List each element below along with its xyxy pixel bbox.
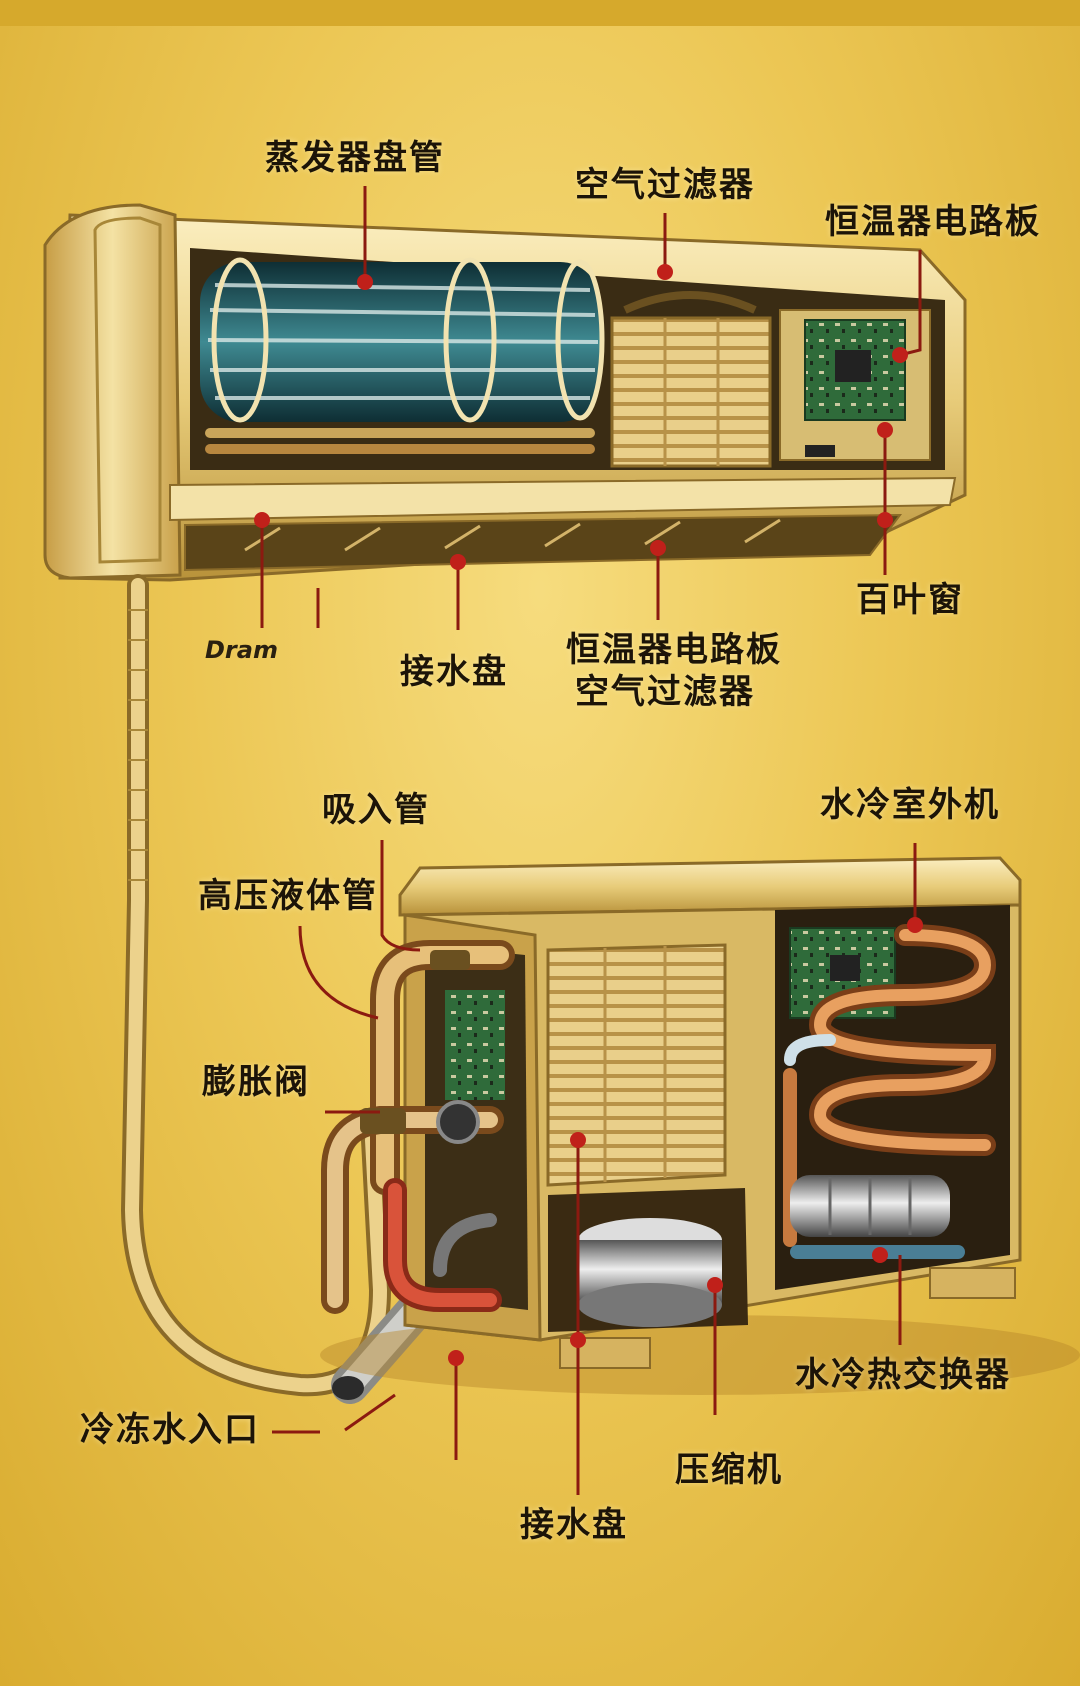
label-air-filter: 空气过滤器 xyxy=(575,165,755,205)
expansion-valve-drawing xyxy=(360,950,480,1144)
label-water-cooled-outdoor-unit: 水冷室外机 xyxy=(820,785,1000,825)
label-air-filter-2: 空气过滤器 xyxy=(575,672,755,712)
outdoor-pipes xyxy=(321,940,515,1314)
label-drain-pan-outdoor: 接水盘 xyxy=(520,1505,628,1545)
thermostat-board-drawing xyxy=(779,309,931,461)
label-thermostat-board-2: 恒温器电路板 xyxy=(566,630,782,670)
label-louver: 百叶窗 xyxy=(856,580,964,620)
label-suction-pipe: 吸入管 xyxy=(322,790,430,830)
label-expansion-valve: 膨胀阀 xyxy=(202,1062,310,1102)
water-cooled-heat-exchanger-drawing xyxy=(790,1175,965,1259)
label-drain-pan-indoor: 接水盘 xyxy=(400,652,508,692)
label-chilled-water-inlet: 冷冻水入口 xyxy=(80,1410,260,1450)
label-thermostat-board: 恒温器电路板 xyxy=(825,202,1041,242)
label-evaporator-coil: 蒸发器盘管 xyxy=(265,138,445,178)
refrigerant-line xyxy=(120,574,439,1404)
leader-dots xyxy=(254,264,923,1366)
label-high-pressure-liquid-pipe: 高压液体管 xyxy=(198,876,378,916)
compressor-drawing xyxy=(578,1218,722,1327)
label-compressor: 压缩机 xyxy=(675,1450,783,1490)
indoor-unit xyxy=(43,203,967,582)
evaporator-coil-drawing xyxy=(200,257,605,454)
top-bar xyxy=(0,0,1080,26)
outdoor-unit xyxy=(320,856,1080,1395)
air-filter-drawing xyxy=(610,291,772,468)
brand-logo: Dram xyxy=(205,636,278,664)
label-water-cooled-heat-exchanger: 水冷热交换器 xyxy=(795,1355,1011,1395)
